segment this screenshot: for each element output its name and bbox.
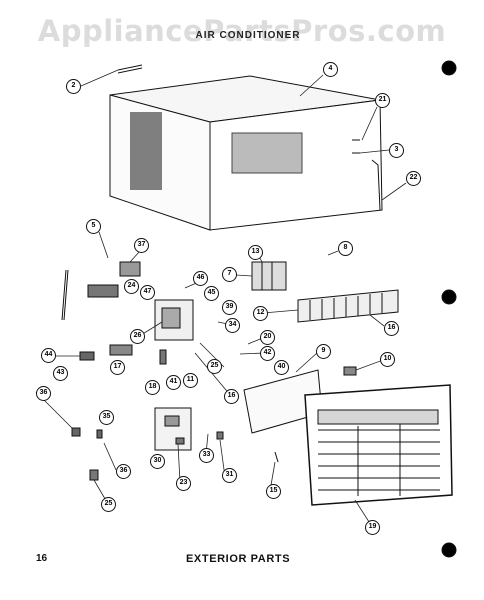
callout-16b: 16 <box>224 389 239 404</box>
callout-20: 20 <box>260 330 275 345</box>
callout-24: 24 <box>124 279 139 294</box>
callout-12: 12 <box>253 306 268 321</box>
callout-45: 45 <box>204 286 219 301</box>
callout-41: 41 <box>166 375 181 390</box>
callout-33: 33 <box>199 448 214 463</box>
callout-22: 22 <box>406 171 421 186</box>
callout-46: 46 <box>193 271 208 286</box>
callout-43: 43 <box>53 366 68 381</box>
louver-parts-drawing <box>251 261 399 323</box>
callout-37: 37 <box>134 238 149 253</box>
binder-hole-icon <box>441 542 457 558</box>
callout-7: 7 <box>222 267 237 282</box>
callout-47: 47 <box>140 285 155 300</box>
callout-25b: 25 <box>101 497 116 512</box>
watermark: AppliancePartsPros.com <box>37 14 447 48</box>
callout-8: 8 <box>338 241 353 256</box>
callout-10: 10 <box>380 352 395 367</box>
callout-35: 35 <box>99 410 114 425</box>
callout-42: 42 <box>260 346 275 361</box>
diagram-title: EXTERIOR PARTS <box>186 553 291 565</box>
callout-25: 25 <box>207 359 222 374</box>
callout-26: 26 <box>130 329 145 344</box>
diagram-header: AIR CONDITIONER <box>195 30 301 41</box>
callout-34: 34 <box>225 318 240 333</box>
control-parts-drawing <box>71 261 224 451</box>
callout-16: 16 <box>384 321 399 336</box>
cabinet-drawing <box>109 64 383 231</box>
callout-3: 3 <box>389 143 404 158</box>
callout-30: 30 <box>150 454 165 469</box>
callout-39: 39 <box>222 300 237 315</box>
callout-2: 2 <box>66 79 81 94</box>
callout-18: 18 <box>145 380 160 395</box>
callout-17: 17 <box>110 360 125 375</box>
page-number: 16 <box>36 553 48 564</box>
callout-36b: 36 <box>116 464 131 479</box>
callout-44: 44 <box>41 348 56 363</box>
binder-hole-icon <box>441 289 457 305</box>
callout-15: 15 <box>266 484 281 499</box>
callout-19: 19 <box>365 520 380 535</box>
callout-23: 23 <box>176 476 191 491</box>
callout-21: 21 <box>375 93 390 108</box>
front-grille-drawing <box>304 384 453 506</box>
callout-11: 11 <box>183 373 198 388</box>
callout-5: 5 <box>86 219 101 234</box>
callout-31: 31 <box>222 468 237 483</box>
callout-9: 9 <box>316 344 331 359</box>
callout-36: 36 <box>36 386 51 401</box>
leader-lines <box>35 69 407 526</box>
callout-40: 40 <box>274 360 289 375</box>
callout-13: 13 <box>248 245 263 260</box>
callout-4: 4 <box>323 62 338 77</box>
binder-hole-icon <box>441 60 457 76</box>
